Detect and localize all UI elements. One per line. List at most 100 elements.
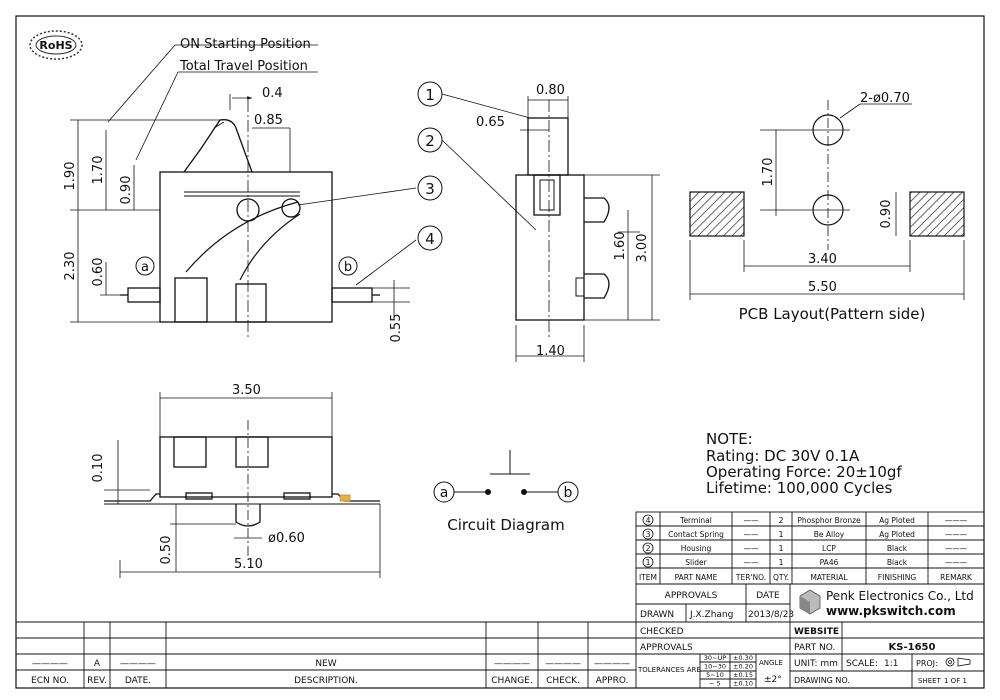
- revision-header: APPRO.: [596, 676, 629, 686]
- front-view: [120, 119, 380, 323]
- bom-ter-no: ——: [744, 530, 760, 539]
- tol-value: ±0.10: [733, 680, 753, 688]
- bom-item-circle: [642, 528, 654, 540]
- tol-value: ±0.20: [733, 663, 753, 671]
- bom-ter-no: ——: [744, 544, 760, 553]
- note-line-1: Rating: DC 30V 0.1A: [706, 447, 860, 465]
- revision-cell: ————: [120, 659, 156, 669]
- revision-header: CHANGE.: [491, 676, 532, 686]
- callout-on-start: ON Starting Position: [180, 37, 311, 52]
- tb-approvals2: APPROVALS: [640, 643, 693, 653]
- sheet-border: [15, 15, 985, 689]
- circuit-b: b: [564, 485, 573, 501]
- dim-3-00: 3.00: [635, 234, 650, 263]
- rohs-logo: RoHS: [29, 30, 83, 60]
- balloon-3: 3: [425, 180, 435, 198]
- dim-0-10: 0.10: [91, 454, 106, 483]
- bom-item-circle: [642, 542, 654, 554]
- front-dims: [70, 44, 417, 323]
- bom-material: PA46: [820, 558, 839, 567]
- bom-item-no: 3: [645, 530, 650, 539]
- bom-item-circle: [642, 556, 654, 568]
- revision-row: ————A————NEW————————————ECN NO.REV.DATE.…: [31, 659, 630, 686]
- balloon-1: 1: [425, 86, 435, 104]
- pcb-caption: PCB Layout(Pattern side): [739, 305, 926, 323]
- tol-range: 10~30: [704, 663, 726, 671]
- tb-part-no-label: PART NO.: [794, 643, 835, 653]
- tb-drawn: DRAWN: [640, 610, 674, 620]
- dim-1-60: 1.60: [613, 232, 628, 261]
- bom-header: FINISHING: [878, 573, 917, 582]
- bom-item-circle: [642, 514, 654, 526]
- revision-cell: NEW: [315, 659, 336, 669]
- bom-qty: 1: [778, 544, 783, 553]
- tol-value: ±0.30: [733, 654, 753, 662]
- bom-part-name: Terminal: [679, 516, 712, 525]
- bom-material: Be Alloy: [814, 530, 845, 539]
- bom-header: REMARK: [940, 573, 973, 582]
- bom-part-name: Housing: [681, 544, 712, 553]
- dim-0-80: 0.80: [536, 83, 565, 98]
- note-line-3: Lifetime: 100,000 Cycles: [706, 479, 893, 497]
- dim-1-70: 1.70: [91, 156, 106, 185]
- bom-finishing: Ag Ploted: [879, 530, 915, 539]
- revision-header: ECN NO.: [31, 676, 69, 686]
- dim-0-85: 0.85: [254, 113, 283, 128]
- dim-0-60: 0.60: [91, 258, 106, 287]
- bom-finishing: Black: [887, 558, 908, 567]
- bom-qty: 1: [778, 558, 783, 567]
- term-b-circle: [338, 256, 358, 276]
- term-b-label: b: [344, 260, 352, 275]
- tb-web: www.pkswitch.com: [826, 604, 956, 618]
- balloon-2: 2: [425, 132, 435, 150]
- bom-part-name: Contact Spring: [668, 530, 724, 539]
- tol-range: 30~UP: [704, 654, 726, 662]
- balloons: 1 2 3 4: [417, 81, 537, 251]
- bom-material: Phosphor Bronze: [797, 516, 861, 525]
- title-block-lines: [635, 583, 985, 689]
- dim-dia-0-60: ø0.60: [268, 531, 305, 546]
- bom-remark: ———: [945, 544, 968, 553]
- revision-cell: ————: [32, 659, 68, 669]
- tb-part-no: KS-1650: [889, 642, 936, 653]
- tb-angle-val: ±2°: [764, 675, 782, 685]
- pcb-dim-0-90: 0.90: [879, 200, 894, 229]
- tb-unit: UNIT: mm: [794, 659, 838, 669]
- bom-header: MATERIAL: [810, 573, 848, 582]
- tb-company: Penk Electronics Co., Ltd: [826, 589, 974, 603]
- tb-scale: SCALE:: [846, 659, 878, 669]
- note-line-2: Operating Force: 20±10gf: [706, 463, 902, 481]
- tb-drawn-by: J.X.Zhang: [689, 610, 733, 620]
- tb-sheet-val: 1 OF 1: [944, 677, 967, 685]
- tb-approvals: APPROVALS: [665, 591, 718, 601]
- bom-part-name: Slider: [685, 558, 707, 567]
- tol-range: 5~10: [706, 671, 724, 679]
- pcb-dim-1-70: 1.70: [761, 158, 776, 187]
- rohs-text: RoHS: [39, 39, 72, 52]
- tb-scale-val: 1:1: [884, 659, 898, 669]
- bom-qty: 1: [778, 530, 783, 539]
- dim-1-40: 1.40: [536, 344, 565, 359]
- bom-item-no: 4: [645, 516, 650, 525]
- bom-header: ITEM: [639, 573, 657, 582]
- dim-5-10: 5.10: [234, 557, 263, 572]
- revision-header: REV.: [87, 676, 107, 686]
- term-a-circle: [135, 256, 155, 276]
- tol-value: ±0.15: [733, 671, 753, 679]
- dim-0-4: 0.4: [262, 86, 283, 101]
- dim-2-30: 2.30: [63, 252, 78, 281]
- tb-checked: CHECKED: [640, 627, 684, 637]
- term-a-label: a: [141, 260, 149, 275]
- bom-header: TER'NO.: [735, 573, 766, 582]
- tol-range: ~ 5: [709, 680, 721, 688]
- tb-sheet: SHEET: [918, 677, 942, 685]
- revision-cell: ————: [594, 659, 630, 669]
- side-dims: [515, 96, 660, 362]
- revision-header: DESCRIPTION.: [294, 676, 358, 686]
- bottom-view: [104, 436, 380, 527]
- pcb-dim-5-50: 5.50: [808, 280, 837, 295]
- bom-remark: ———: [945, 558, 968, 567]
